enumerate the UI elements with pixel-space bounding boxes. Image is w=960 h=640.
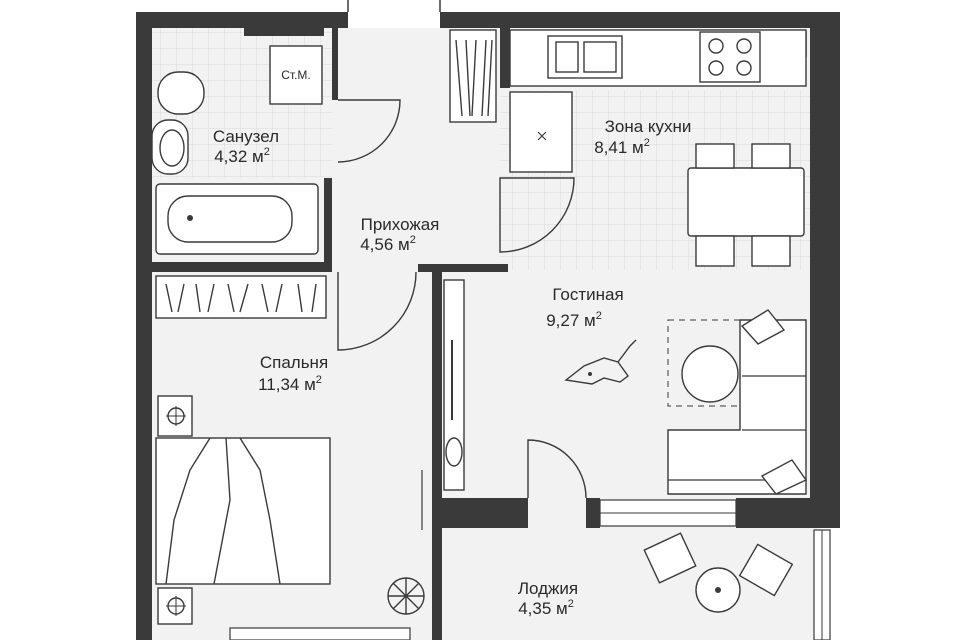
room-labels: Санузел 4,32 м2 Прихожая 4,56 м2 Зона ку…: [213, 117, 692, 618]
wall-right: [810, 12, 840, 528]
wall-bath-hall-lower: [324, 178, 332, 270]
svg-text:9,27 м2: 9,27 м2: [546, 310, 602, 330]
chair: [695, 235, 735, 267]
wall-hall-bottom: [418, 264, 508, 272]
wall-living-loggia-right: [736, 498, 840, 528]
chair: [695, 143, 735, 169]
window-bedroom: [229, 627, 411, 640]
wall-top-right: [440, 12, 840, 28]
toilet: [157, 71, 205, 115]
plant-icon: [387, 577, 425, 615]
kitchen-sink: [547, 35, 623, 79]
living-fixtures: [443, 279, 808, 495]
wall-left: [136, 12, 152, 640]
room-name-loggia: Лоджия: [518, 579, 578, 598]
dining-table: [687, 167, 805, 237]
hallway-wardrobe: [449, 29, 497, 123]
washer-label: Ст.М.: [281, 68, 311, 82]
bathroom-fixtures: Ст.М.: [151, 45, 323, 255]
room-name-bathroom: Санузел: [213, 127, 279, 146]
room-area-kitchen: 8,41 м: [594, 138, 644, 157]
loggia-fixtures: [643, 532, 794, 613]
door-kitchen: [499, 177, 575, 253]
chair: [751, 235, 791, 267]
svg-text:4,56 м2: 4,56 м2: [360, 234, 416, 254]
chair: [738, 543, 794, 597]
wall-bath-hall-upper: [332, 28, 338, 100]
bath-top-ledge: [244, 28, 324, 36]
wall-top-left: [136, 12, 348, 28]
coffee-table: [681, 345, 739, 403]
room-area-loggia: 4,35 м: [518, 599, 568, 618]
chair: [643, 532, 697, 584]
room-name-living: Гостиная: [552, 285, 623, 304]
room-name-kitchen: Зона кухни: [605, 117, 692, 136]
double-bed: [155, 437, 331, 585]
chair: [751, 143, 791, 169]
wall-kitchen-left: [500, 28, 510, 88]
doors: [337, 99, 587, 499]
wall-living-loggia-left: [442, 498, 528, 528]
room-area-bathroom: 4,32 м: [214, 147, 264, 166]
windows: [229, 31, 831, 640]
tv-stand: [443, 279, 465, 491]
svg-text:8,41 м2: 8,41 м2: [594, 137, 650, 157]
wall-bath-bedroom: [152, 262, 332, 272]
room-area-hallway: 4,56 м: [360, 235, 410, 254]
wall-loggia-door-jamb: [586, 498, 600, 528]
room-area-living: 9,27 м: [546, 311, 596, 330]
washing-machine: [269, 45, 323, 105]
kitchen-fixtures: [509, 29, 807, 267]
bedroom-fixtures: [155, 275, 425, 625]
walls: [136, 12, 840, 640]
svg-text:4,35 м2: 4,35 м2: [518, 598, 574, 618]
wall-bedroom-living: [432, 272, 442, 640]
svg-text:11,34 м2: 11,34 м2: [258, 374, 322, 394]
room-name-hallway: Прихожая: [361, 215, 440, 234]
sofa: [667, 319, 807, 495]
rug: [667, 319, 743, 407]
room-area-bedroom: 11,34 м: [258, 375, 316, 394]
dog-icon: [564, 339, 637, 385]
fridge: [509, 91, 573, 173]
door-bathroom: [337, 99, 401, 163]
entrance-door: [347, 0, 441, 12]
bathtub: [155, 183, 319, 255]
door-bedroom: [337, 271, 417, 351]
svg-text:4,32 м2: 4,32 м2: [214, 146, 270, 166]
cooktop: [699, 31, 761, 83]
cushion: [740, 309, 786, 345]
door-loggia: [527, 439, 587, 499]
room-name-bedroom: Спальня: [260, 353, 328, 372]
cushion: [760, 459, 808, 495]
